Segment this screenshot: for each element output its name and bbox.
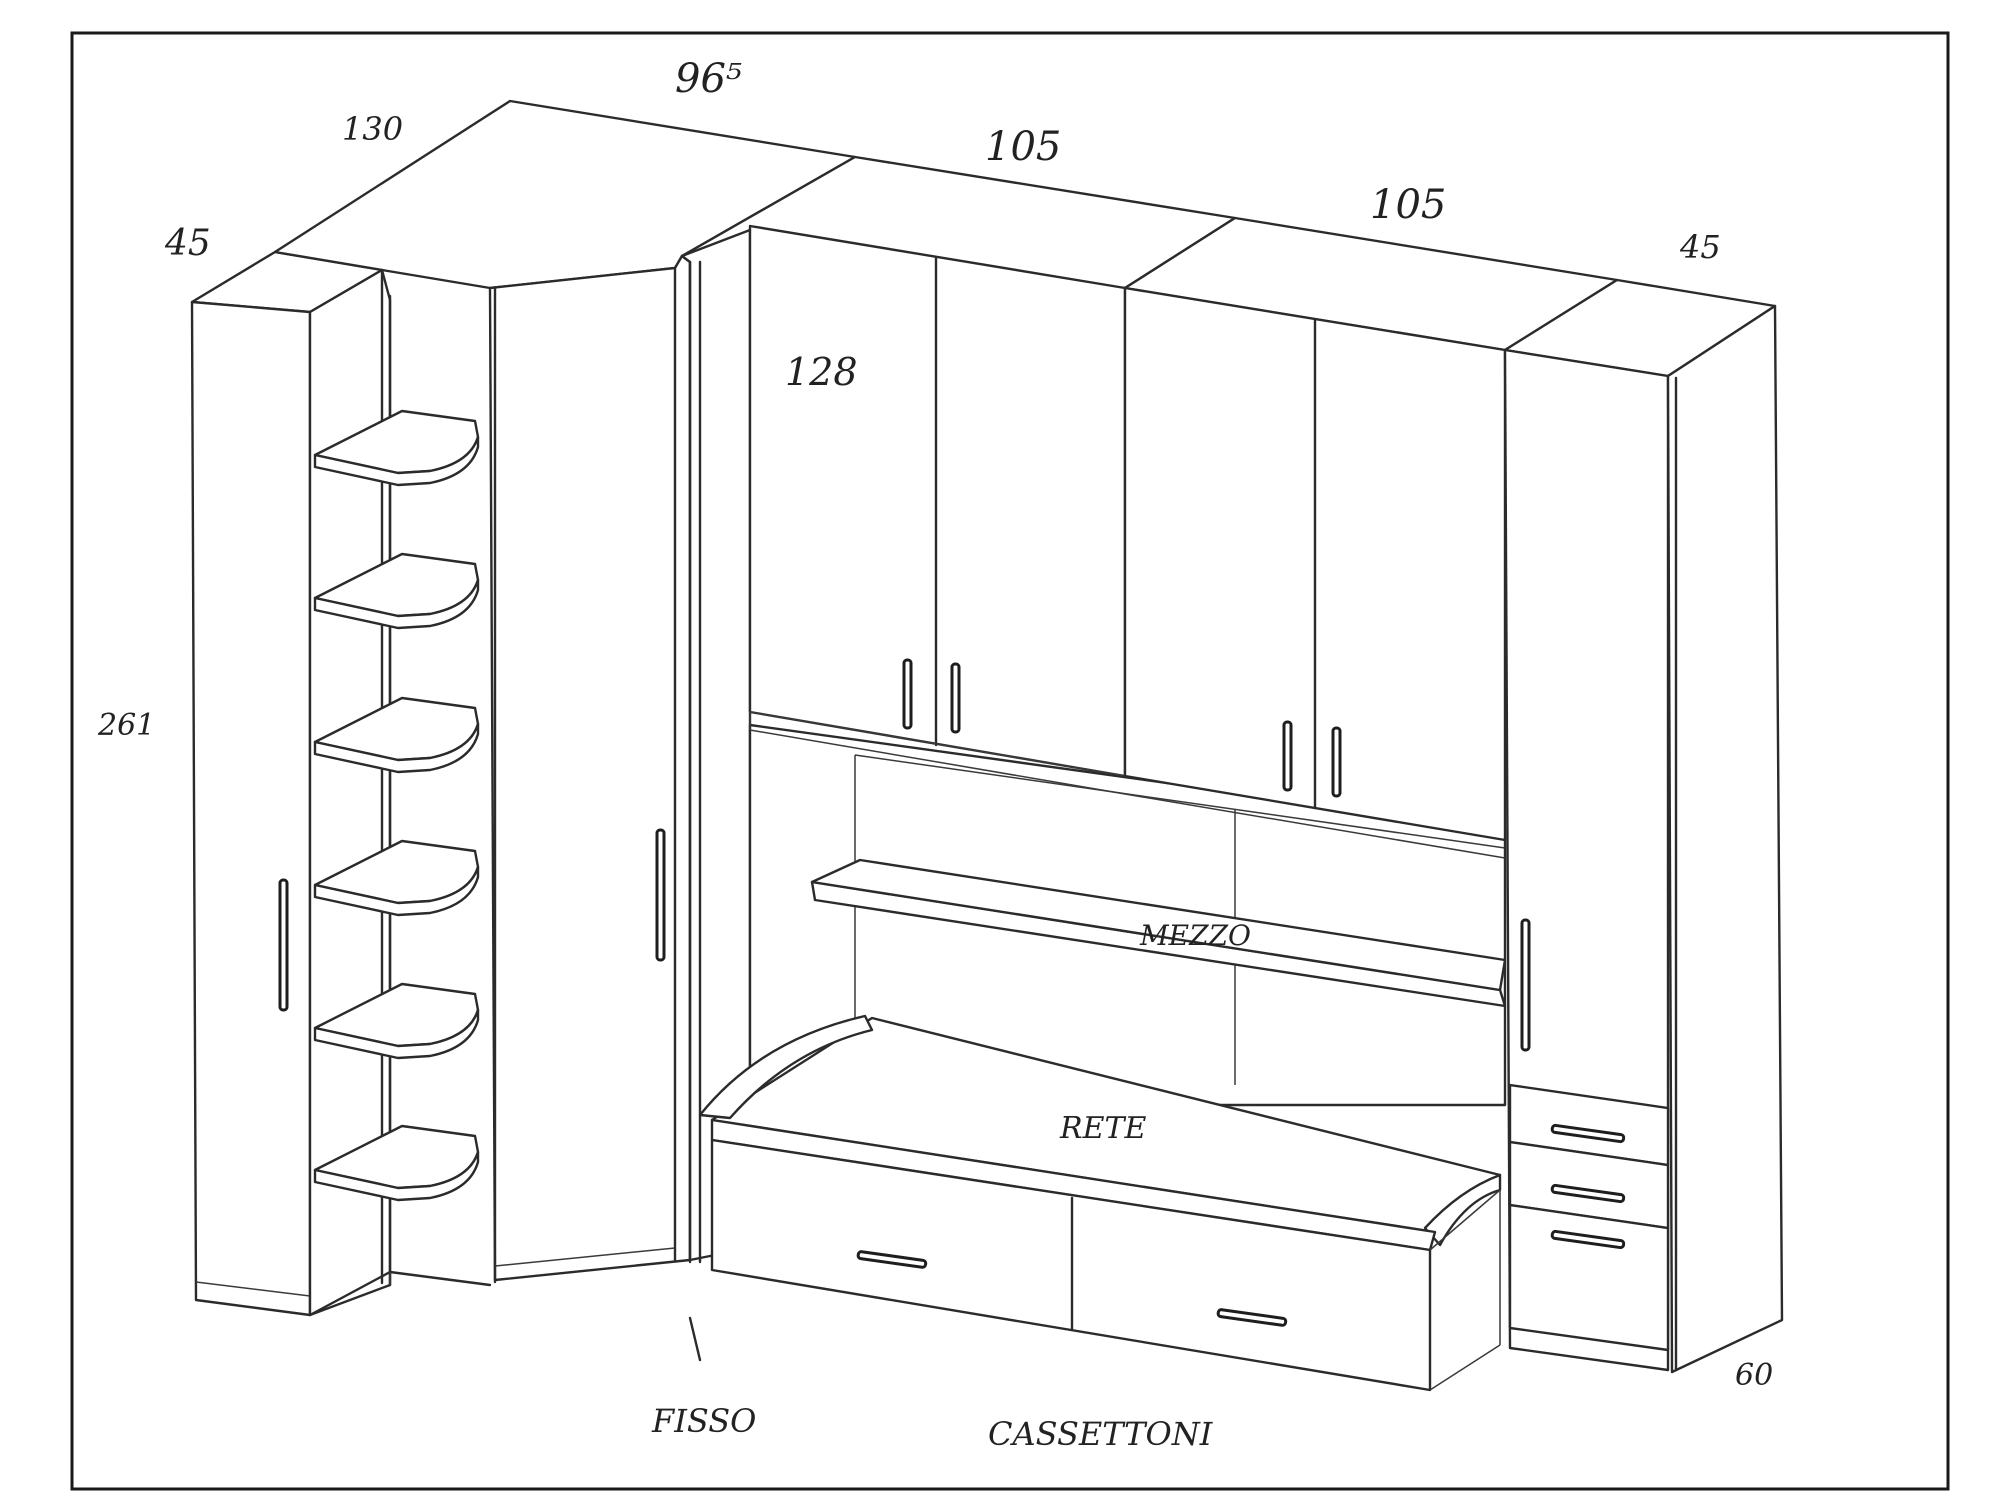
dim-bridge-left: 105 bbox=[985, 124, 1061, 170]
wall-cabinets bbox=[748, 224, 1507, 859]
dim-bridge-right: 105 bbox=[1370, 182, 1446, 228]
corner-shelf-unit bbox=[308, 268, 492, 1317]
bed-drawer-2-handle[interactable] bbox=[1216, 1308, 1288, 1327]
bed-drawer-1-handle[interactable] bbox=[856, 1250, 928, 1269]
dim-wall-height: 128 bbox=[785, 350, 858, 394]
label-drawers: CASSETTONI bbox=[988, 1415, 1214, 1453]
left-end-unit bbox=[190, 300, 312, 1317]
right-end-side bbox=[1666, 304, 1784, 1374]
label-bed: RETE bbox=[1059, 1111, 1146, 1146]
shelf-edge-3 bbox=[313, 722, 480, 774]
wall-left-handle-1[interactable] bbox=[902, 658, 913, 730]
left-end-front bbox=[190, 300, 312, 1317]
page-border bbox=[70, 31, 1950, 1491]
wall-right-handle-2[interactable] bbox=[1331, 726, 1342, 798]
wall-left-handle-2[interactable] bbox=[950, 662, 961, 734]
shelf-edge-6 bbox=[313, 1150, 480, 1202]
wall-cabinet-left bbox=[748, 224, 1127, 778]
shelf-edge-1 bbox=[313, 435, 480, 487]
bridge-back-wall bbox=[748, 723, 1507, 1107]
annotations: 96⁵ 130 45 105 105 45 128 261 60 MEZZO R… bbox=[97, 56, 1773, 1453]
right-drawer-3 bbox=[1508, 1203, 1670, 1352]
dim-corner-depth: 130 bbox=[342, 110, 403, 148]
corner-door-handle[interactable] bbox=[655, 828, 666, 962]
right-drawer-3-handle[interactable] bbox=[1550, 1229, 1626, 1250]
corner-wardrobe bbox=[488, 228, 752, 1284]
shelf-edge-2 bbox=[313, 578, 480, 630]
corner-door bbox=[488, 254, 692, 1282]
dim-total-height: 261 bbox=[97, 708, 155, 743]
label-shelf: MEZZO bbox=[1139, 919, 1251, 952]
dim-end-left: 45 bbox=[164, 223, 211, 264]
wall-right-handle-1[interactable] bbox=[1282, 720, 1293, 792]
right-drawer-1-handle[interactable] bbox=[1550, 1123, 1626, 1144]
right-end-unit bbox=[1503, 304, 1784, 1374]
label-fixed: FISSO bbox=[651, 1402, 756, 1440]
shelf-edge-5 bbox=[313, 1008, 480, 1060]
middle-shelf-top bbox=[810, 858, 1507, 992]
shelf-edge-4 bbox=[313, 865, 480, 917]
fixed-marker-stroke bbox=[688, 1316, 702, 1362]
quarter-round-shelves bbox=[313, 409, 480, 1202]
dim-end-right: 45 bbox=[1679, 228, 1721, 266]
bed bbox=[688, 1014, 1502, 1392]
right-drawer-2-handle[interactable] bbox=[1550, 1183, 1626, 1204]
bed-headboard bbox=[698, 1014, 874, 1120]
dim-top-corner: 96⁵ bbox=[675, 56, 742, 102]
dim-depth-base: 60 bbox=[1735, 1358, 1773, 1393]
right-end-door-handle[interactable] bbox=[1520, 918, 1531, 1052]
left-end-handle[interactable] bbox=[278, 878, 289, 1012]
